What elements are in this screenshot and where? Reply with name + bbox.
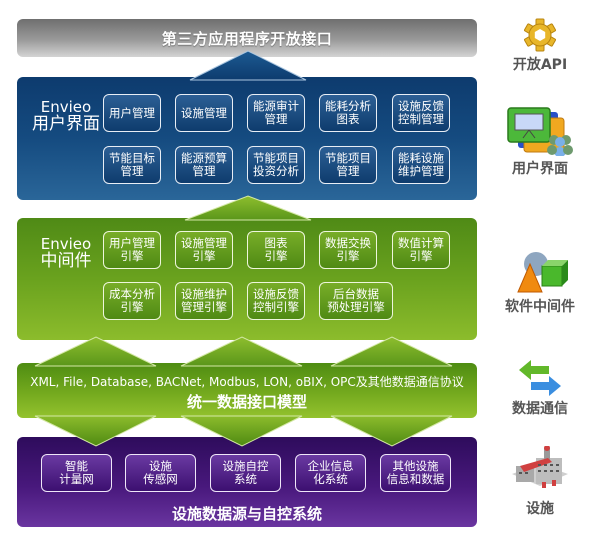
source-layer: 智能 计量网 设施 传感网 设施自控 系统 企业信息 化系统 其他设施 信息和数… — [17, 437, 477, 527]
ui-layer-label-name: 用户界面 — [32, 114, 100, 134]
legend-open-api: 开放API — [492, 18, 588, 74]
legend-middleware: 软件中间件 — [492, 250, 588, 316]
middleware-engine: 设施反馈 控制引擎 — [247, 282, 305, 320]
middleware-layer: Envieo 中间件 用户管理 引擎 设施管理 引擎 图表 引擎 数据交换 引擎… — [17, 218, 477, 340]
arrow-up-icon — [180, 336, 303, 367]
ui-module: 设施管理 — [175, 94, 233, 132]
middleware-label-brand: Envieo — [40, 235, 92, 253]
ui-module: 节能项目 投资分析 — [247, 146, 305, 184]
api-layer: 第三方应用程序开放接口 — [17, 19, 477, 57]
ui-layer-label: Envieo 用户界面 — [31, 99, 101, 133]
middleware-engine: 数值计算 引擎 — [392, 231, 450, 269]
ui-module: 节能项目 管理 — [319, 146, 377, 184]
legend-label: 数据通信 — [512, 401, 568, 417]
legend-facility: 设施 — [492, 446, 588, 518]
ui-module: 能耗设施 维护管理 — [392, 146, 450, 184]
exchange-arrows-icon — [519, 360, 561, 396]
ui-module: 节能目标 管理 — [103, 146, 161, 184]
source-system: 企业信息 化系统 — [295, 454, 366, 492]
arrow-up-icon — [330, 336, 453, 367]
middleware-engine: 成本分析 引擎 — [103, 282, 161, 320]
ui-layer: Envieo 用户界面 用户管理 设施管理 能源审计 管理 能耗分析 图表 设施… — [17, 77, 477, 200]
api-layer-title: 第三方应用程序开放接口 — [161, 30, 333, 48]
middleware-engine: 设施管理 引擎 — [175, 231, 233, 269]
interface-layer: XML, File, Database, BACNet, Modbus, LON… — [17, 363, 477, 418]
presentation-users-icon — [507, 107, 573, 156]
middleware-engine: 图表 引擎 — [247, 231, 305, 269]
ui-module: 能耗分析 图表 — [319, 94, 377, 132]
middleware-engine: 后台数据 预处理引擎 — [319, 282, 393, 320]
gear-icon — [524, 18, 556, 52]
ui-layer-label-brand: Envieo — [40, 98, 92, 116]
middleware-engine: 用户管理 引擎 — [103, 231, 161, 269]
legend-data-communication: 数据通信 — [492, 360, 588, 418]
protocol-list: XML, File, Database, BACNet, Modbus, LON… — [30, 375, 464, 389]
legend-label: 软件中间件 — [505, 299, 575, 315]
source-system: 其他设施 信息和数据 — [380, 454, 451, 492]
ui-module: 用户管理 — [103, 94, 161, 132]
arrow-up-icon — [34, 336, 157, 367]
ui-module: 能源审计 管理 — [247, 94, 305, 132]
source-layer-title: 设施数据源与自控系统 — [171, 505, 322, 523]
factory-icon — [512, 446, 568, 488]
middleware-engine: 数据交换 引擎 — [319, 231, 377, 269]
ui-module: 设施反馈 控制管理 — [392, 94, 450, 132]
legend-label: 用户界面 — [512, 161, 568, 177]
source-system: 设施 传感网 — [125, 454, 196, 492]
middleware-layer-label: Envieo 中间件 — [31, 236, 101, 270]
interface-layer-title: 统一数据接口模型 — [186, 393, 307, 411]
legend-label: 设施 — [526, 501, 554, 517]
ui-module: 能源预算 管理 — [175, 146, 233, 184]
middleware-label-name: 中间件 — [40, 251, 92, 271]
shapes-icon — [517, 252, 568, 293]
legend-label: 开放API — [512, 57, 568, 73]
legend-user-interface: 用户界面 — [492, 106, 588, 178]
source-system: 智能 计量网 — [41, 454, 112, 492]
middleware-engine: 设施维护 管理引擎 — [175, 282, 233, 320]
source-system: 设施自控 系统 — [210, 454, 281, 492]
